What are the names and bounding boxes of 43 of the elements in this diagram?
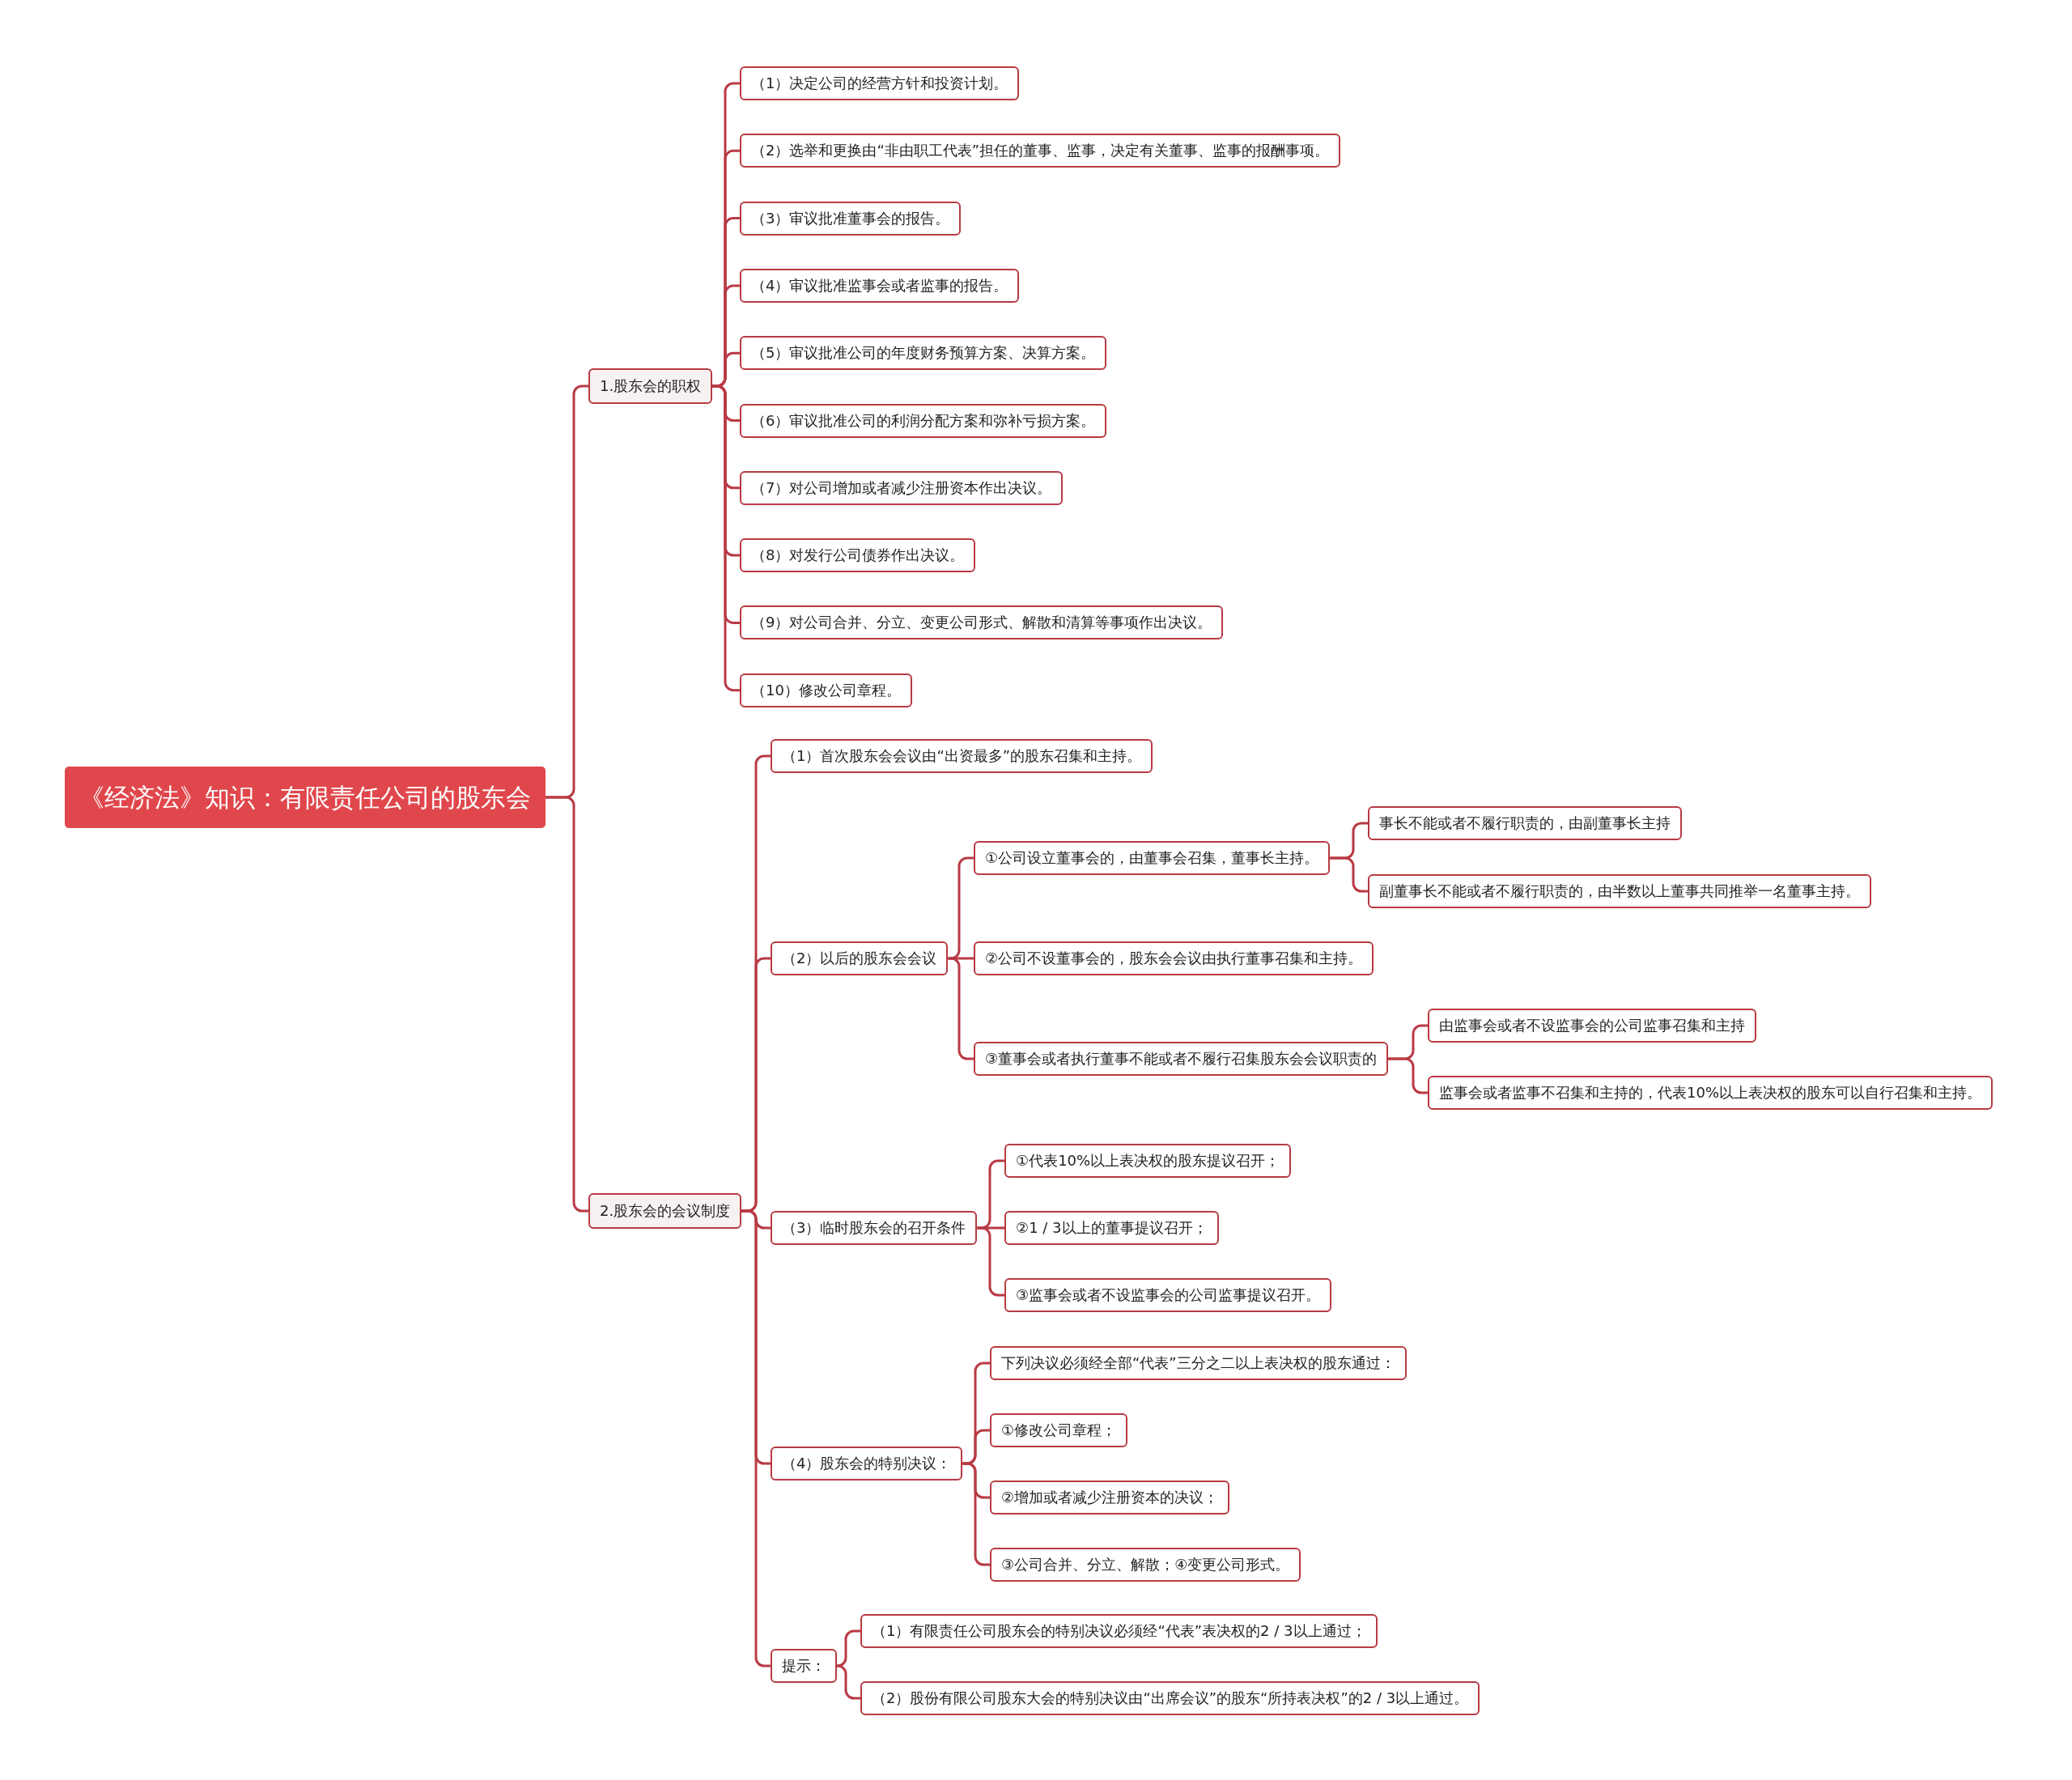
subtopic: 监事会或者监事不召集和主持的，代表10%以上表决权的股东可以自行召集和主持。: [1428, 1076, 1993, 1110]
connector-line: [948, 957, 974, 1060]
subtopic: 副董事长不能或者不履行职责的，由半数以上董事共同推举一名董事主持。: [1368, 874, 1871, 908]
subtopic: （7）对公司增加或者减少注册资本作出决议。: [740, 470, 1064, 505]
root-topic: 《经济法》知识：有限责任公司的股东会: [65, 767, 546, 828]
subtopic: （3）审议批准董事会的报告。: [740, 201, 962, 236]
subtopic: ③监事会或者不设监事会的公司监事提议召开。: [1004, 1278, 1332, 1312]
subtopic: （1）决定公司的经营方针和投资计划。: [740, 66, 1020, 100]
subtopic: 提示：: [771, 1649, 837, 1683]
subtopic: （9）对公司合并、分立、变更公司形式、解散和清算等事项作出决议。: [740, 605, 1224, 640]
subtopic: （4）股东会的特别决议：: [771, 1447, 963, 1481]
subtopic: （8）对发行公司债券作出决议。: [740, 538, 976, 573]
subtopic: ①修改公司章程；: [990, 1413, 1128, 1447]
connector-line: [741, 1209, 771, 1667]
connector-line: [836, 1664, 860, 1700]
subtopic: （3）临时股东会的召开条件: [771, 1211, 978, 1245]
subtopic: （4）审议批准监事会或者监事的报告。: [740, 268, 1020, 303]
subtopic: ①代表10%以上表决权的股东提议召开；: [1004, 1144, 1292, 1178]
subtopic: ③董事会或者执行董事不能或者不履行召集股东会会议职责的: [974, 1042, 1389, 1076]
subtopic: ②1 / 3以上的董事提议召开；: [1004, 1211, 1219, 1245]
subtopic: 事长不能或者不履行职责的，由副董事长主持: [1368, 806, 1682, 840]
subtopic: 由监事会或者不设监事会的公司监事召集和主持: [1428, 1009, 1756, 1043]
subtopic: （1）首次股东会会议由“出资最多”的股东召集和主持。: [771, 739, 1153, 773]
subtopic: （1）有限责任公司股东会的特别决议必须经“代表”表决权的2 / 3以上通过；: [860, 1614, 1378, 1648]
connector-line: [977, 1226, 1004, 1297]
connector-line: [1330, 856, 1368, 893]
subtopic: （2）股份有限公司股东大会的特别决议由“出席会议”的股东“所持表决权”的2 / 3以上通过。: [860, 1681, 1480, 1715]
subtopic: ①公司设立董事会的，由董事会召集，董事长主持。: [974, 841, 1331, 875]
subtopic: （5）审议批准公司的年度财务预算方案、决算方案。: [740, 336, 1107, 371]
connector-line: [962, 1462, 990, 1566]
subtopic: （10）修改公司章程。: [740, 673, 912, 707]
connector-line: [546, 796, 588, 1213]
main-topic: 2.股东会的会议制度: [588, 1193, 742, 1229]
subtopic: ②公司不设董事会的，股东会会议由执行董事召集和主持。: [974, 941, 1374, 975]
subtopic: （2）以后的股东会会议: [771, 941, 949, 975]
connector-line: [836, 1629, 860, 1667]
main-topic: 1.股东会的职权: [588, 368, 713, 404]
subtopic: ②增加或者减少注册资本的决议；: [990, 1481, 1230, 1514]
subtopic: （6）审议批准公司的利润分配方案和弥补亏损方案。: [740, 403, 1107, 438]
connector-line: [1388, 1057, 1428, 1094]
subtopic: 下列决议必须经全部“代表”三分之二以上表决权的股东通过：: [990, 1346, 1407, 1380]
subtopic: （2）选举和更换由“非由职工代表”担任的董事、监事，决定有关董事、监事的报酬事项。: [740, 134, 1341, 168]
subtopic: ③公司合并、分立、解散；④变更公司形式。: [990, 1548, 1301, 1582]
